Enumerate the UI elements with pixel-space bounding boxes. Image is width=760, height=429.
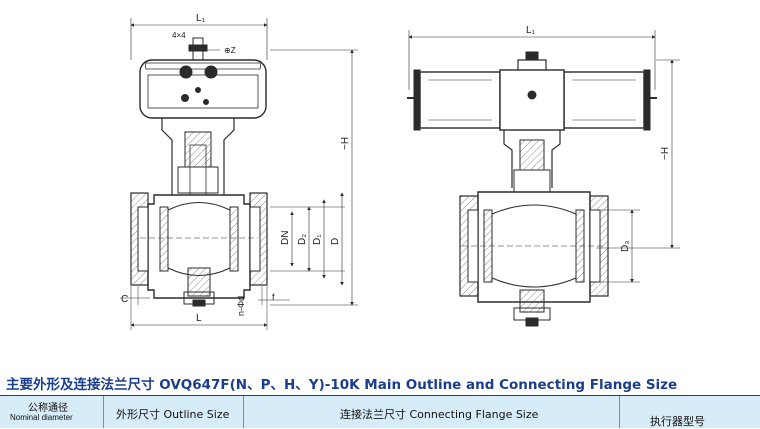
header-cell-nominal-diameter: 公称通径 Nominal diameter [0,396,104,428]
dim-h-right: ~H [660,147,671,160]
dim-c: C [121,294,128,305]
header-nominal-en: Nominal diameter [10,413,73,422]
header-cell-actuator-model: 执行器型号 [620,396,760,428]
header-cell-outline-size: 外形尺寸 Outline Size [104,396,244,428]
dim-l1-left: L₁ [196,13,206,24]
dim-dn: DN [280,231,291,245]
valve-drawing: L₁ 4×4 ⊕Z ~H DN D₂ D₁ D C n-Φd f L L₁ ~H… [120,13,680,330]
section-title: 主要外形及连接法兰尺寸 OVQ647F(N、P、H、Y)-10K Main Ou… [6,377,678,393]
dim-z: ⊕Z [224,46,236,55]
title-rule [0,395,760,396]
header-outline-size: 外形尺寸 Outline Size [116,408,230,421]
dimension-labels: L₁ 4×4 ⊕Z ~H DN D₂ D₁ D C n-Φd f L L₁ ~H… [121,13,671,324]
dim-nd: n-Φd [236,296,246,316]
right-view [407,30,680,327]
header-actuator-model: 执行器型号 [650,415,705,428]
dim-square: 4×4 [172,31,186,40]
header-flange-size: 连接法兰尺寸 Connecting Flange Size [340,408,539,421]
table-header-row: 公称通径 Nominal diameter 外形尺寸 Outline Size … [0,396,760,428]
dim-d3: D₃ [620,241,631,252]
header-nominal-cn: 公称通径 [28,403,68,414]
dim-d2: D₂ [297,234,308,245]
dim-l: L [196,313,202,324]
left-view [120,18,358,330]
dim-l1-right: L₁ [526,25,536,36]
dim-d1: D₁ [312,234,323,245]
dim-h-left: ~H [340,137,351,150]
dim-d: D [330,238,341,245]
dim-f: f [272,292,275,302]
header-cell-flange-size: 连接法兰尺寸 Connecting Flange Size [244,396,620,428]
